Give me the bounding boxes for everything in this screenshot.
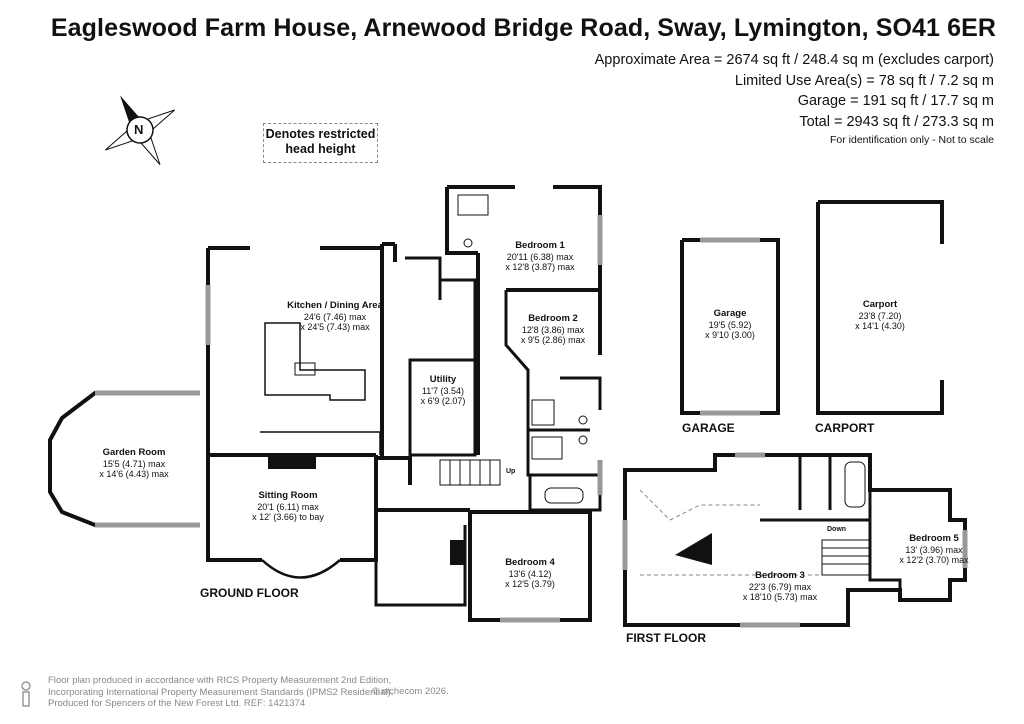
carport-label: CARPORT: [815, 421, 875, 435]
first-floor-walls: [623, 453, 967, 627]
restricted-height-note: Denotes restricted head height: [263, 123, 378, 163]
first-floor-inner: [760, 455, 902, 590]
footer-line: Floor plan produced in accordance with R…: [48, 675, 392, 686]
garage-walls: [680, 238, 780, 415]
garden-room-walls: [48, 391, 200, 527]
kitchen-island: [264, 322, 366, 401]
bathroom-walls: [526, 378, 602, 512]
ipms-logo-icon: [21, 681, 31, 707]
footer-line: Produced for Spencers of the New Forest …: [48, 698, 306, 709]
bedroom2-walls: [504, 290, 602, 410]
compass-letter: N: [134, 122, 144, 137]
area-line: Approximate Area = 2674 sq ft / 248.4 sq…: [594, 52, 994, 68]
utility-walls: [408, 358, 477, 457]
credit-text: © nichecom 2026.: [372, 686, 449, 697]
ground-stairs: [439, 459, 501, 486]
footer-notes: Floor plan produced in accordance with R…: [48, 675, 393, 710]
kitchen-units: [260, 431, 381, 455]
bedroom1-walls: [445, 185, 602, 455]
stairs-up-label: Up: [506, 468, 516, 475]
identification-note: For identification only - Not to scale: [830, 134, 994, 146]
cloakroom-walls: [405, 256, 477, 360]
stairs-down-label: Down: [827, 526, 847, 533]
sink-icon: [294, 362, 316, 376]
hall-walls: [374, 242, 470, 512]
footer-line: Incorporating International Property Mea…: [48, 686, 394, 698]
restricted-area-lines: [639, 489, 848, 576]
wall-pillar: [450, 540, 465, 565]
bedroom4-walls: [468, 510, 592, 622]
compass-icon: [105, 95, 175, 165]
garage-label: GARAGE: [682, 421, 735, 435]
area-summary: Approximate Area = 2674 sq ft / 248.4 sq…: [595, 50, 994, 148]
kitchen-walls: [206, 244, 384, 458]
bay-window: [261, 559, 341, 579]
area-line: Limited Use Area(s) = 78 sq ft / 7.2 sq …: [734, 72, 994, 89]
area-line: Total = 2943 sq ft / 273.3 sq m: [799, 113, 994, 130]
area-line: Garage = 191 sq ft / 17.7 sq m: [797, 93, 994, 109]
chimney-breast: [268, 455, 316, 469]
chimney-first-floor: [675, 533, 712, 565]
bath-fixtures: [457, 194, 866, 508]
page-title: Eagleswood Farm House, Arnewood Bridge R…: [50, 14, 996, 42]
ground-floor-label: GROUND FLOOR: [200, 586, 299, 600]
first-floor-label: FIRST FLOOR: [626, 631, 706, 645]
carport-walls: [816, 200, 944, 415]
first-stairs: [821, 539, 871, 576]
